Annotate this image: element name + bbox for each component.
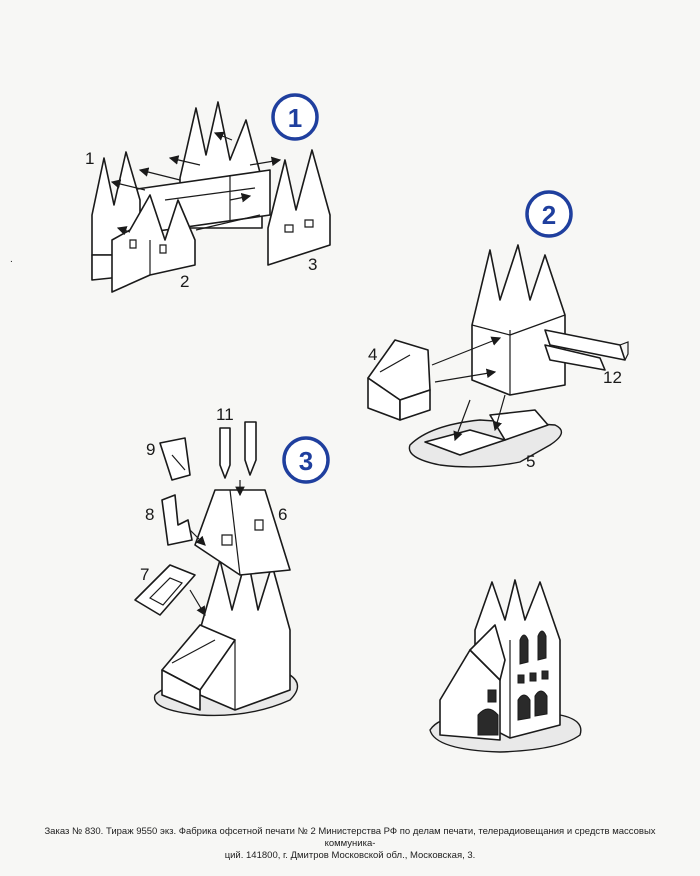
- part-label-8: 8: [145, 505, 154, 524]
- part-6-roof: [194, 489, 291, 576]
- main-tower: [471, 244, 566, 396]
- step-3-badge: [282, 436, 330, 484]
- part-label-6: 6: [278, 505, 287, 524]
- part-label-5: 5: [526, 452, 535, 471]
- step-1-number: 1: [288, 103, 302, 133]
- part-3-gable: [267, 149, 331, 266]
- step-1-badge: [271, 93, 319, 141]
- part-label-1: 1: [85, 149, 94, 168]
- imprint-line-1: Заказ № 830. Тираж 9550 экз. Фабрика офс…: [44, 826, 656, 849]
- print-imprint: Заказ № 830. Тираж 9550 экз. Фабрика офс…: [30, 826, 670, 862]
- svg-text:.: .: [10, 254, 13, 265]
- part-11-spire: [219, 427, 231, 479]
- part-label-7: 7: [140, 565, 149, 584]
- step-3-number: 3: [299, 446, 313, 476]
- part-label-9: 9: [146, 440, 155, 459]
- part-label-2: 2: [180, 272, 189, 291]
- step-2-diagram: 2 4 5 12: [367, 190, 629, 471]
- part-7-piece: [134, 564, 196, 616]
- finished-house: [429, 579, 582, 753]
- part-8-piece: [161, 494, 193, 546]
- step-3-diagram: 3 6 7 8 9 11: [134, 405, 330, 717]
- step-1-diagram: 1 1 2 3: [85, 93, 331, 293]
- step-2-badge: [525, 190, 573, 238]
- part-label-3: 3: [308, 255, 317, 274]
- part-label-4: 4: [368, 345, 377, 364]
- imprint-line-2: ций. 141800, г. Дмитров Московской обл.,…: [224, 850, 476, 861]
- part-label-11: 11: [216, 405, 234, 424]
- step-2-number: 2: [542, 200, 556, 230]
- part-label-12: 12: [603, 368, 622, 387]
